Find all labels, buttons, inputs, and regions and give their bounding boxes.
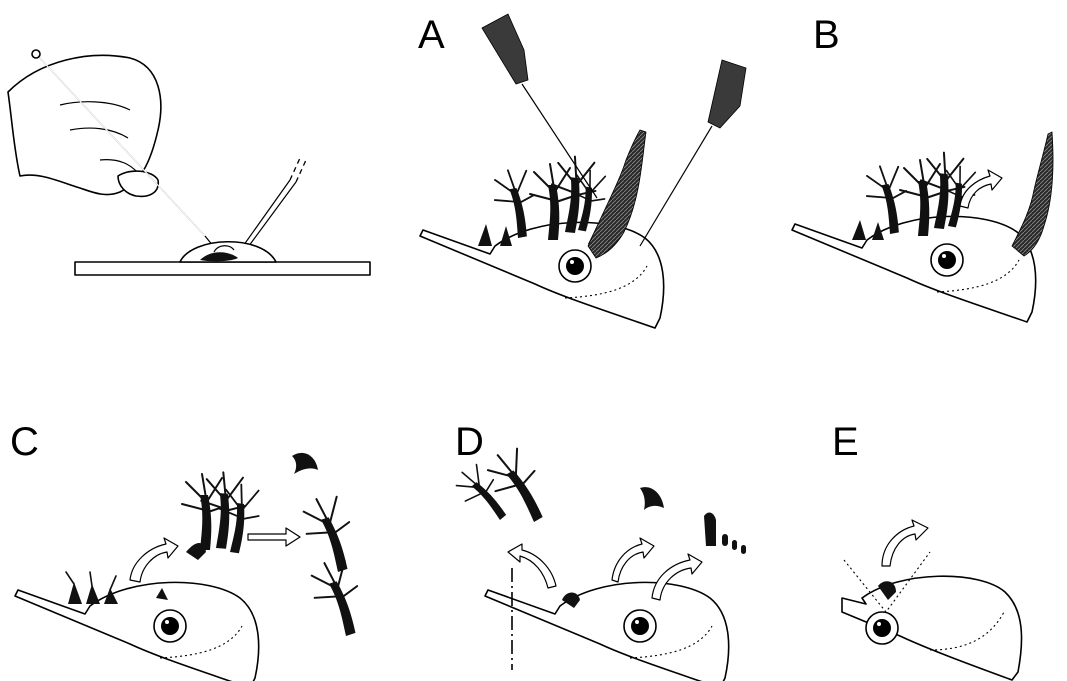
panel-c-appendages-group bbox=[182, 471, 263, 560]
panel-label-d: D bbox=[455, 420, 484, 464]
panel-d-arrow-left-icon bbox=[508, 544, 556, 588]
panel-label-c: C bbox=[10, 420, 39, 464]
panel-e-arrow-icon bbox=[882, 520, 928, 566]
panel-d-arrow-mid-icon bbox=[612, 538, 654, 582]
panel-label-b: B bbox=[813, 13, 840, 57]
panel-c-specimen bbox=[15, 572, 259, 681]
panel-c-transfer-arrow-icon bbox=[248, 528, 300, 546]
panel-b-removed-segment bbox=[1012, 132, 1053, 256]
panel-c-separated-appendages bbox=[292, 453, 371, 642]
panel-label-a: A bbox=[418, 13, 445, 57]
removal-arrow-icon bbox=[960, 170, 1002, 208]
panel-label-e: E bbox=[832, 420, 859, 464]
panel-d-specimen bbox=[485, 568, 729, 681]
hand-with-dissecting-needle bbox=[8, 55, 161, 196]
panel-e-specimen bbox=[842, 552, 1022, 680]
panel-c-arrow-icon bbox=[130, 538, 178, 582]
panel-a-specimen bbox=[420, 130, 664, 328]
panel-d-removed-parts bbox=[450, 443, 746, 554]
panel-a-needle-left bbox=[482, 14, 597, 198]
panel-a-needle-right bbox=[640, 60, 746, 246]
microscope-slide bbox=[75, 242, 370, 275]
